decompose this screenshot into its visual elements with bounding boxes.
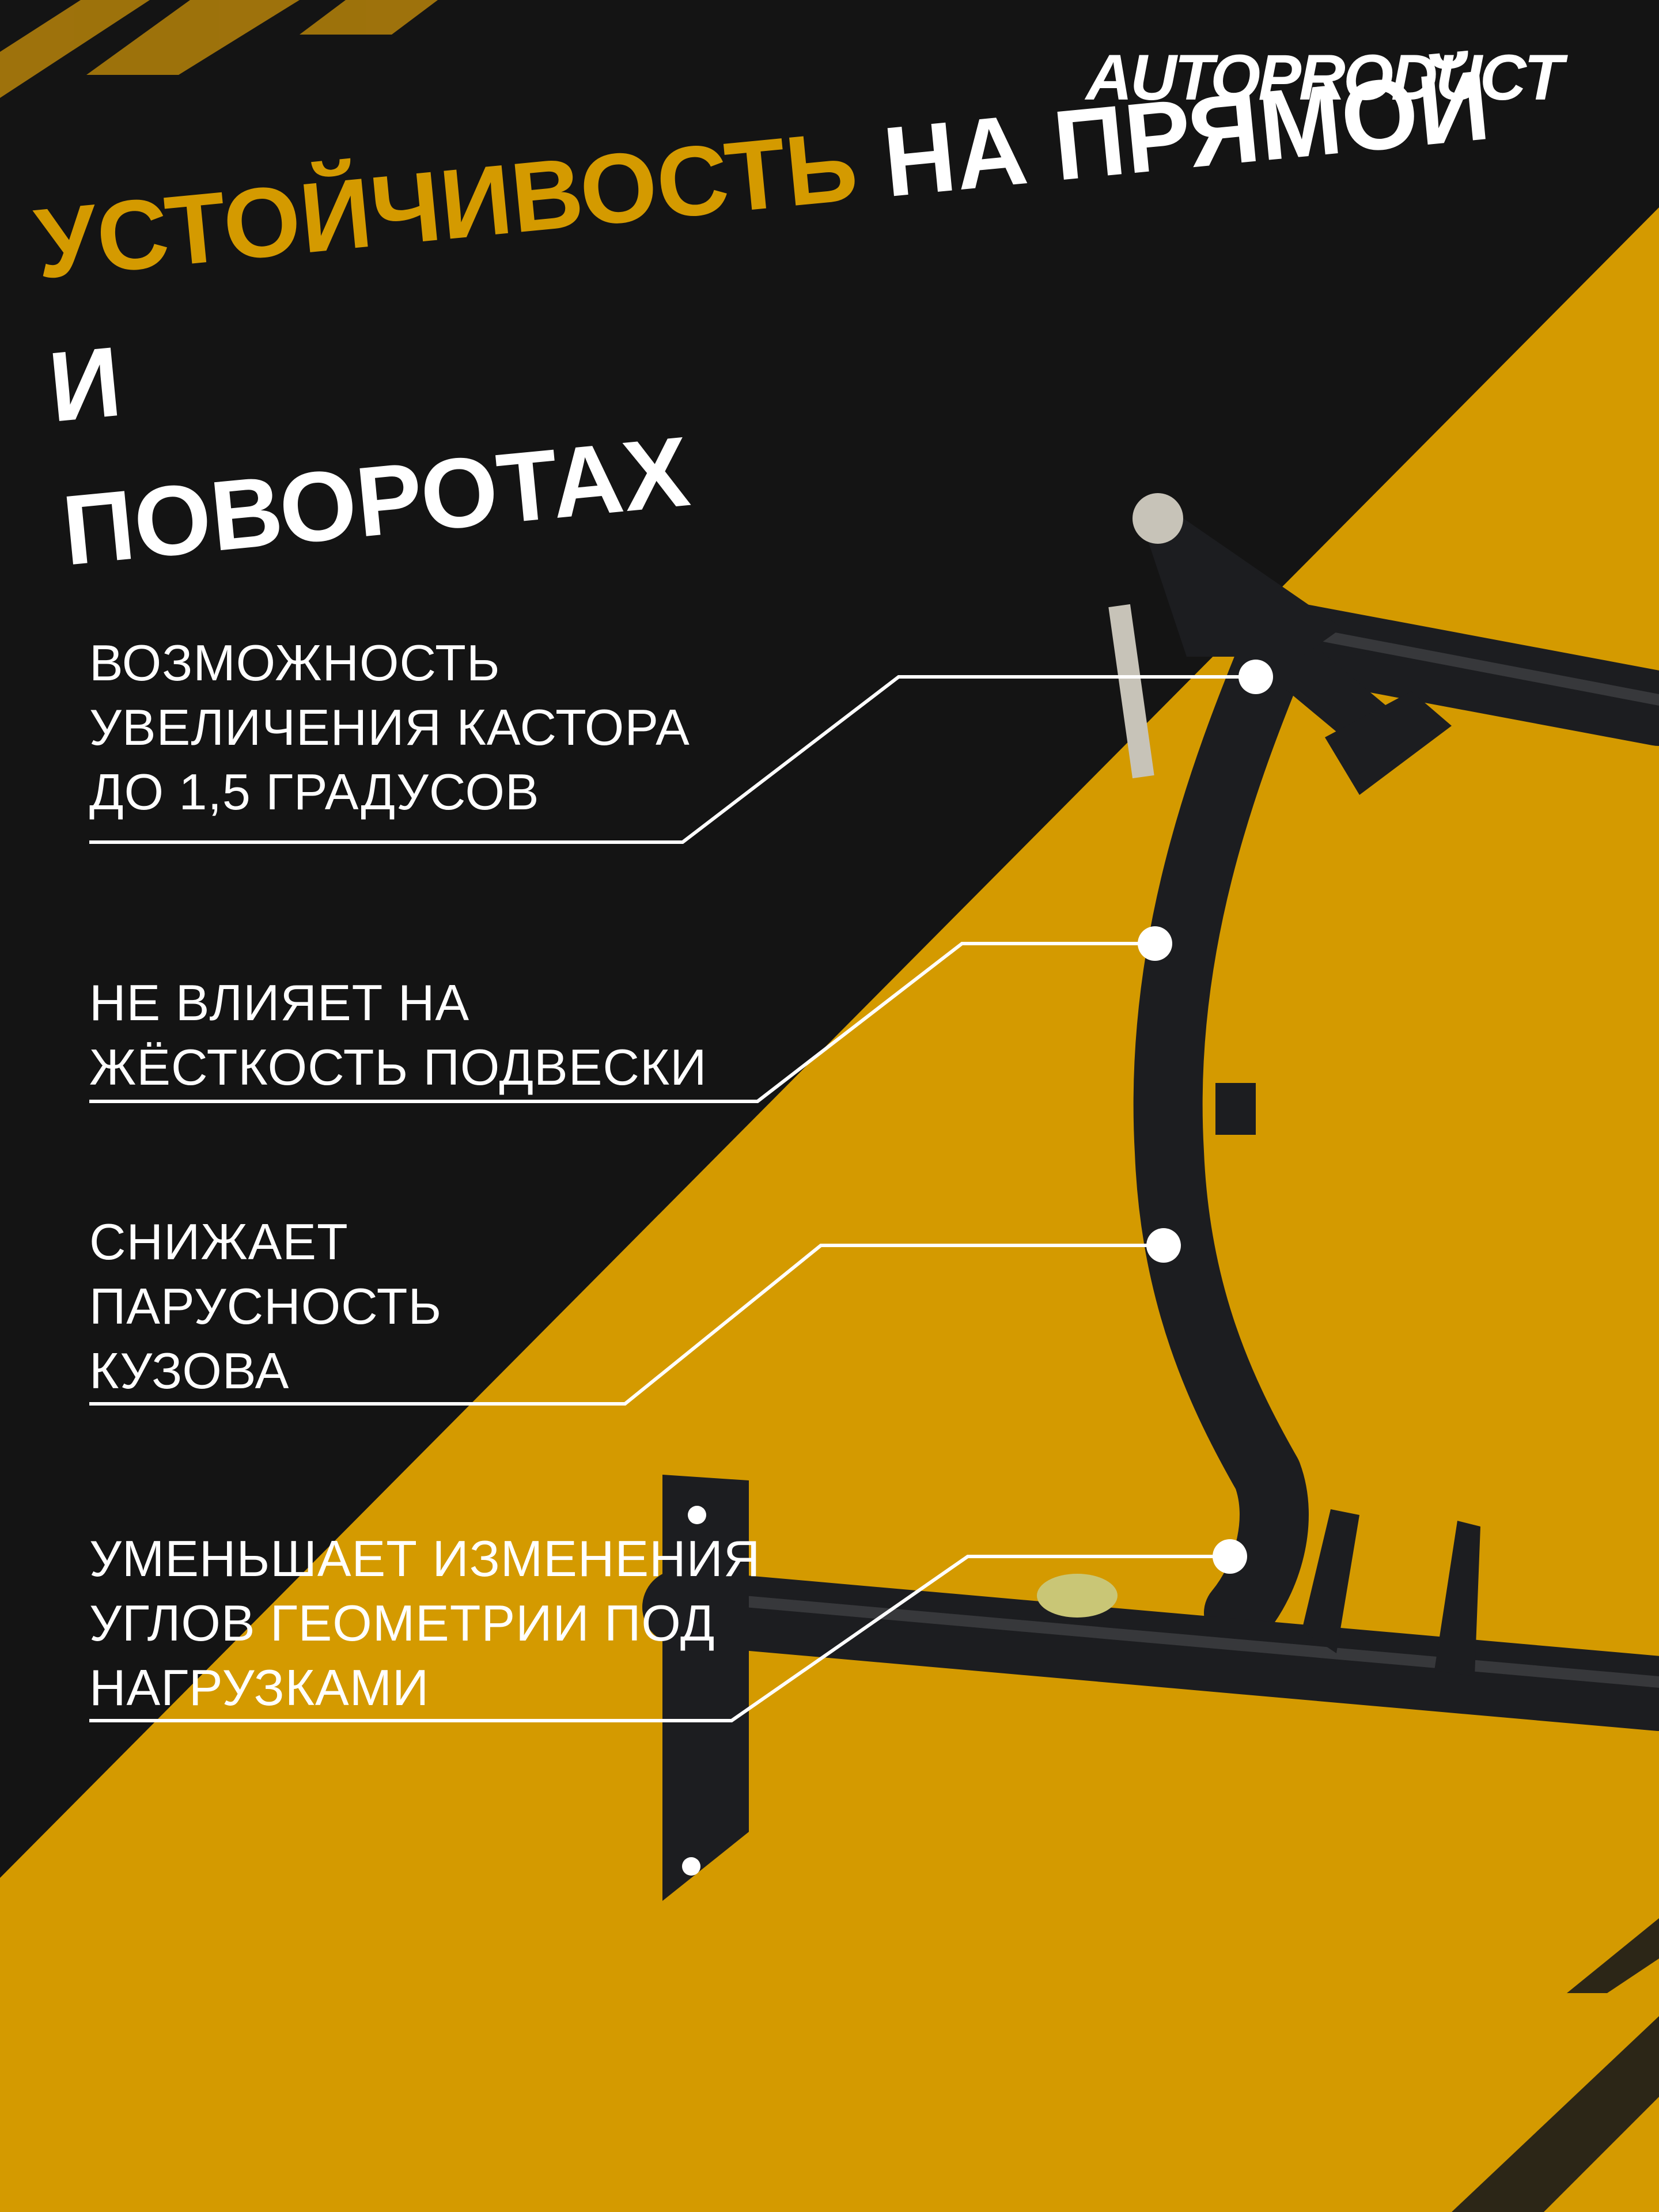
feature-line: ПАРУСНОСТЬ	[89, 1278, 442, 1335]
callout-line-1	[89, 675, 1256, 844]
top-crossbar-tube	[1253, 602, 1659, 746]
feature-windage: СНИЖАЕТ ПАРУСНОСТЬ КУЗОВА	[89, 1210, 442, 1403]
callout-dot-4	[1213, 1539, 1247, 1574]
mount-hole-bottom	[682, 1857, 700, 1876]
feature-line: НЕ ВЛИЯЕТ НА	[89, 974, 470, 1031]
brace-tube	[1247, 619, 1403, 757]
hazard-stripes-top	[0, 0, 438, 98]
top-mount-plate	[1146, 513, 1342, 657]
callout-line-3	[89, 1244, 1164, 1406]
adjust-bolt	[1108, 604, 1154, 779]
feature-line: УМЕНЬШАЕТ ИЗМЕНЕНИЯ	[89, 1530, 761, 1587]
callout-dot-2	[1138, 926, 1172, 961]
feature-geometry: УМЕНЬШАЕТ ИЗМЕНЕНИЯ УГЛОВ ГЕОМЕТРИИ ПОД …	[89, 1527, 760, 1720]
mid-tab-bracket	[1215, 1083, 1256, 1135]
wall-mount-plate	[662, 1475, 749, 1901]
brand-logo: AUTOPRODUCT	[1085, 41, 1563, 113]
feature-suspension-stiffness: НЕ ВЛИЯЕТ НА ЖЁСТКОСТЬ ПОДВЕСКИ	[89, 971, 707, 1100]
callout-dot-1	[1238, 660, 1273, 694]
feature-line: УГЛОВ ГЕОМЕТРИИ ПОД	[89, 1594, 715, 1652]
feature-line: ЖЁСТКОСТЬ ПОДВЕСКИ	[89, 1039, 707, 1096]
callout-line-4	[89, 1555, 1230, 1722]
feature-line: УВЕЛИЧЕНИЯ КАСТОРА	[89, 699, 690, 756]
callout-dot-3	[1146, 1228, 1181, 1263]
fin-bracket-2	[1434, 1521, 1480, 1676]
feature-caster: ВОЗМОЖНОСТЬ УВЕЛИЧЕНИЯ КАСТОРА ДО 1,5 ГР…	[89, 631, 690, 824]
feature-line: СНИЖАЕТ	[89, 1213, 349, 1270]
mount-bolt-nut	[1132, 493, 1183, 544]
callout-line-2	[89, 942, 1155, 1103]
feature-line: ВОЗМОЖНОСТЬ	[89, 634, 501, 691]
feature-line: ДО 1,5 ГРАДУСОВ	[89, 763, 540, 820]
side-bracket	[1325, 691, 1452, 795]
feature-line: НАГРУЗКАМИ	[89, 1659, 430, 1716]
fin-bracket-1	[1302, 1509, 1359, 1653]
mount-hole-top	[688, 1506, 706, 1524]
feature-line: КУЗОВА	[89, 1342, 290, 1399]
bottom-crossbar-tube	[642, 1570, 1659, 1731]
hazard-stripes-bottom	[1452, 1918, 1659, 2212]
rubber-bushing	[1037, 1574, 1118, 1618]
